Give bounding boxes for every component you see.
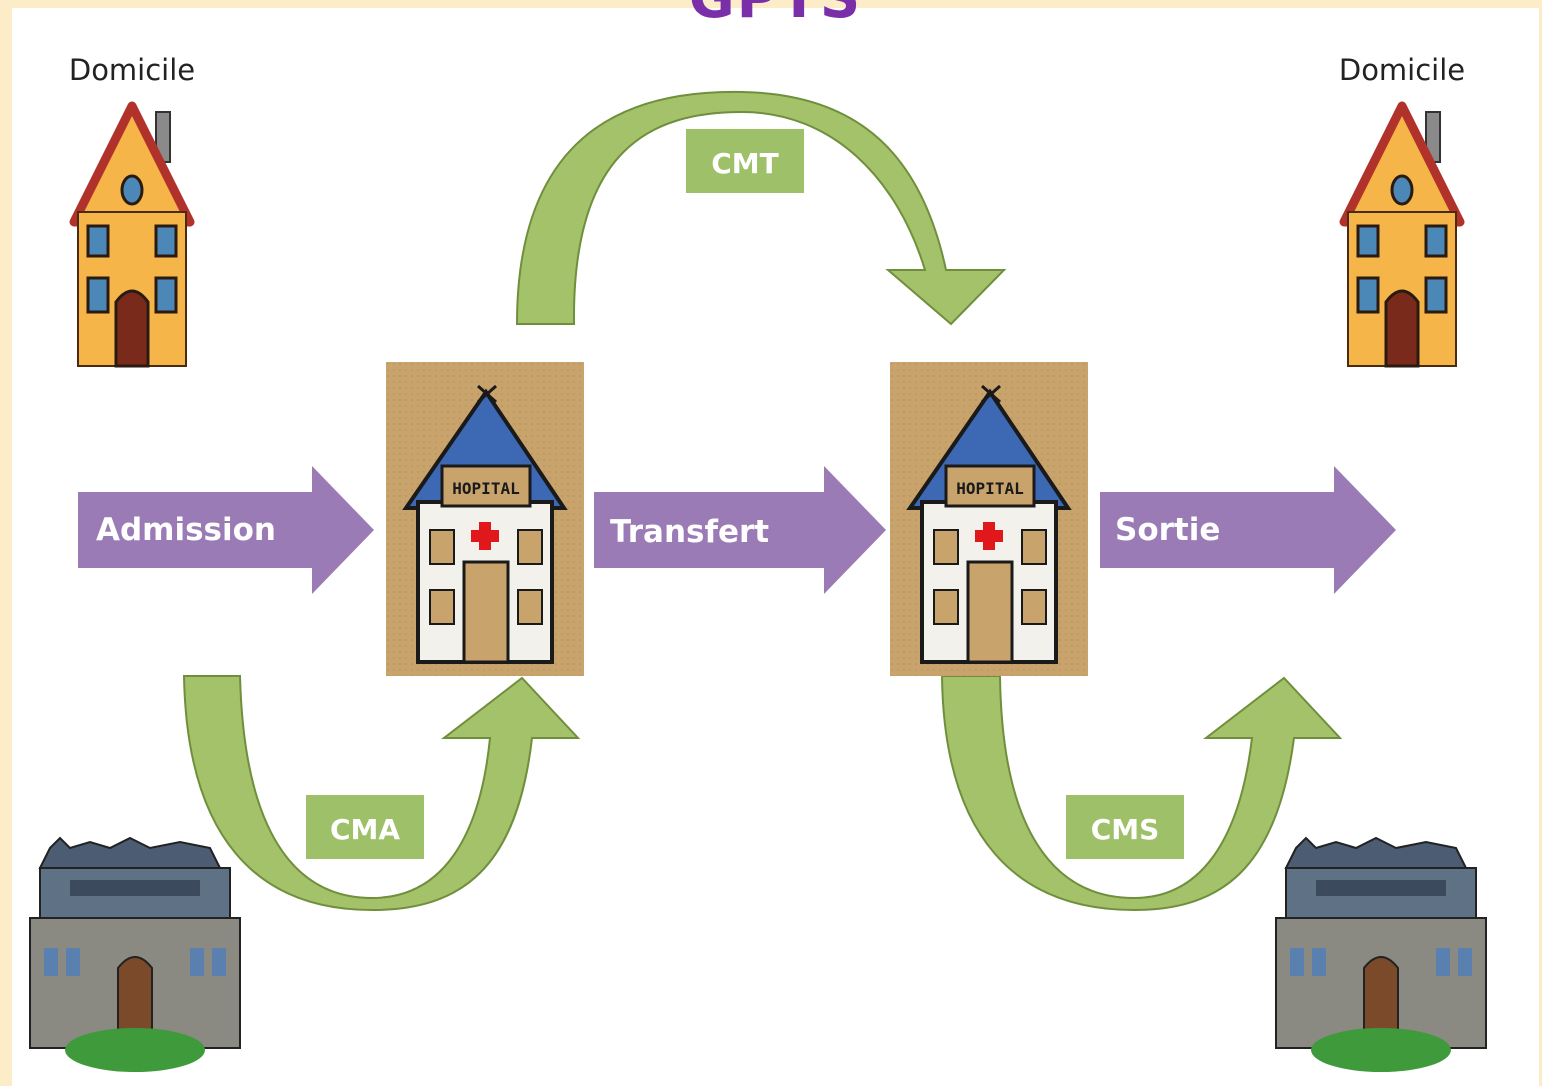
cms-curve-arrow [940, 675, 1343, 912]
cma-curve-arrow [182, 675, 581, 912]
admission-arrow: Admission [78, 466, 374, 594]
cmt-label: CMT [711, 147, 779, 180]
svg-text:HOPITAL: HOPITAL [956, 479, 1023, 498]
cma-label-box: CMA [304, 793, 426, 861]
house-icon [1339, 101, 1465, 368]
home-right-label: Domicile [1339, 53, 1465, 87]
cma-label: CMA [330, 813, 400, 846]
cms-label-box: CMS [1064, 793, 1186, 861]
transfert-arrow: Transfert [594, 466, 886, 594]
admission-label: Admission [96, 512, 276, 548]
home-left-label: Domicile [69, 53, 195, 87]
flow-diagram: CMT CMA CMS Admission Transfert Sortie [29, 53, 1487, 1072]
hospital-icon: HOPITAL [890, 362, 1088, 676]
page-title: GPTS [12, 0, 1539, 31]
house-icon [69, 101, 195, 368]
sortie-arrow: Sortie [1100, 466, 1396, 594]
cmt-curve-arrow [515, 90, 1007, 326]
svg-text:HOPITAL: HOPITAL [452, 479, 519, 498]
diagram-canvas: GPTS CMT CMA [12, 0, 1539, 1086]
transfert-label: Transfert [610, 514, 769, 550]
cmt-label-box: CMT [684, 127, 806, 195]
retirement-home-icon [1275, 836, 1487, 1072]
retirement-home-icon [29, 836, 241, 1072]
cms-label: CMS [1091, 813, 1160, 846]
hospital-icon: HOPITAL [386, 362, 584, 676]
sortie-label: Sortie [1115, 512, 1220, 548]
